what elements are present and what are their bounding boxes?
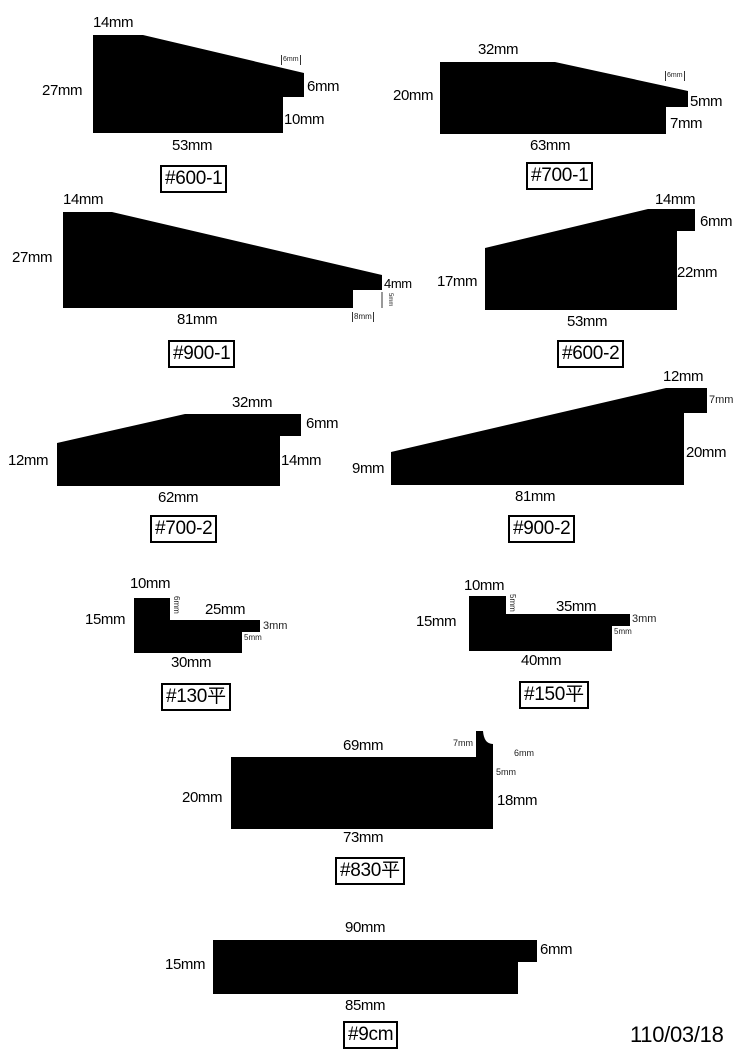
dim-label: 69mm	[343, 737, 384, 754]
profile-code-label: #830平	[335, 857, 405, 885]
profile-code-label: #130平	[161, 683, 231, 711]
dim-label: 22mm	[677, 264, 718, 281]
profile-code-label: #900-1	[168, 340, 236, 368]
dim-label: 30mm	[171, 654, 212, 671]
dim-label: 73mm	[343, 829, 384, 846]
profile-700-2-shape	[57, 414, 301, 486]
dim-label-small: 6mm	[514, 748, 534, 758]
dim-label: 9mm	[352, 460, 385, 477]
dim-label-small: 5mm	[614, 627, 632, 636]
profile-900-1-shape	[63, 212, 382, 308]
profile-code-label: #900-2	[508, 515, 576, 543]
dim-label: 12mm	[8, 452, 49, 469]
dim-label-small: 6mm	[665, 71, 685, 81]
dim-label: 14mm	[93, 14, 134, 31]
dim-label: 6mm	[700, 213, 733, 230]
dim-label: 6mm	[307, 78, 340, 95]
profile-900-2-shape	[391, 388, 707, 485]
profile-code-label: #600-2	[557, 340, 625, 368]
dim-label: 12mm	[663, 368, 704, 385]
dim-label-small: 8mm	[352, 312, 374, 322]
dim-label: 40mm	[521, 652, 562, 669]
profile-code-label: #9cm	[343, 1021, 399, 1049]
profile-830-shape	[231, 731, 493, 829]
profile-150-shape	[469, 596, 630, 651]
dim-label: 81mm	[177, 311, 218, 328]
dim-label: 6mm	[540, 941, 573, 958]
dim-label: 7mm	[670, 115, 703, 132]
dim-label-small: 5mm	[508, 594, 517, 612]
dim-label: 10mm	[464, 577, 505, 594]
profile-code-label: #150平	[519, 681, 589, 709]
dim-label: 27mm	[12, 249, 53, 266]
dim-label: 20mm	[393, 87, 434, 104]
dim-label: 20mm	[686, 444, 727, 461]
dim-label-small: 5mm	[496, 767, 516, 777]
dim-label: 53mm	[567, 313, 608, 330]
dim-label: 27mm	[42, 82, 83, 99]
dim-label-small: 3mm	[263, 620, 288, 632]
profile-9cm-shape	[213, 940, 537, 994]
profile-code-label: #600-1	[160, 165, 228, 193]
date-label: 110/03/18	[630, 1022, 724, 1047]
dim-label: 81mm	[515, 488, 556, 505]
dim-label-small: 6mm	[281, 55, 301, 65]
dim-label: 32mm	[478, 41, 519, 58]
profile-700-1-shape	[440, 62, 688, 134]
dim-label: 10mm	[130, 575, 171, 592]
dim-label: 10mm	[284, 111, 325, 128]
dim-label: 85mm	[345, 997, 386, 1014]
dim-label-small: 6mm	[172, 596, 181, 614]
dim-label-small: 5mm	[387, 293, 393, 307]
dim-label: 14mm	[63, 191, 104, 208]
dim-label: 90mm	[345, 919, 386, 936]
profile-600-1-shape	[93, 35, 304, 133]
profile-600-2-shape	[485, 209, 695, 310]
profile-code-label: #700-2	[150, 515, 218, 543]
dim-label: 15mm	[416, 613, 457, 630]
dim-label-small: 5mm	[244, 633, 262, 642]
dim-label: 62mm	[158, 489, 199, 506]
dim-label-small: 7mm	[709, 394, 734, 406]
dim-label: 15mm	[85, 611, 126, 628]
dim-label: 14mm	[281, 452, 322, 469]
dim-label: 18mm	[497, 792, 538, 809]
profile-code-label: #700-1	[526, 162, 594, 190]
dim-label: 15mm	[165, 956, 206, 973]
dim-label: 20mm	[182, 789, 223, 806]
dim-label: 63mm	[530, 137, 571, 154]
dim-label: 25mm	[205, 601, 246, 618]
dim-label: 17mm	[437, 273, 478, 290]
profile-130-shape	[134, 598, 260, 653]
dim-label: 4mm	[384, 276, 412, 291]
dim-label: 53mm	[172, 137, 213, 154]
dim-label: 14mm	[655, 191, 696, 208]
dim-label-small: 3mm	[632, 613, 657, 625]
dim-label: 6mm	[306, 415, 339, 432]
dim-label-small: 7mm	[453, 738, 473, 748]
dim-label: 32mm	[232, 394, 273, 411]
dim-label: 35mm	[556, 598, 597, 615]
dim-label: 5mm	[690, 93, 723, 110]
